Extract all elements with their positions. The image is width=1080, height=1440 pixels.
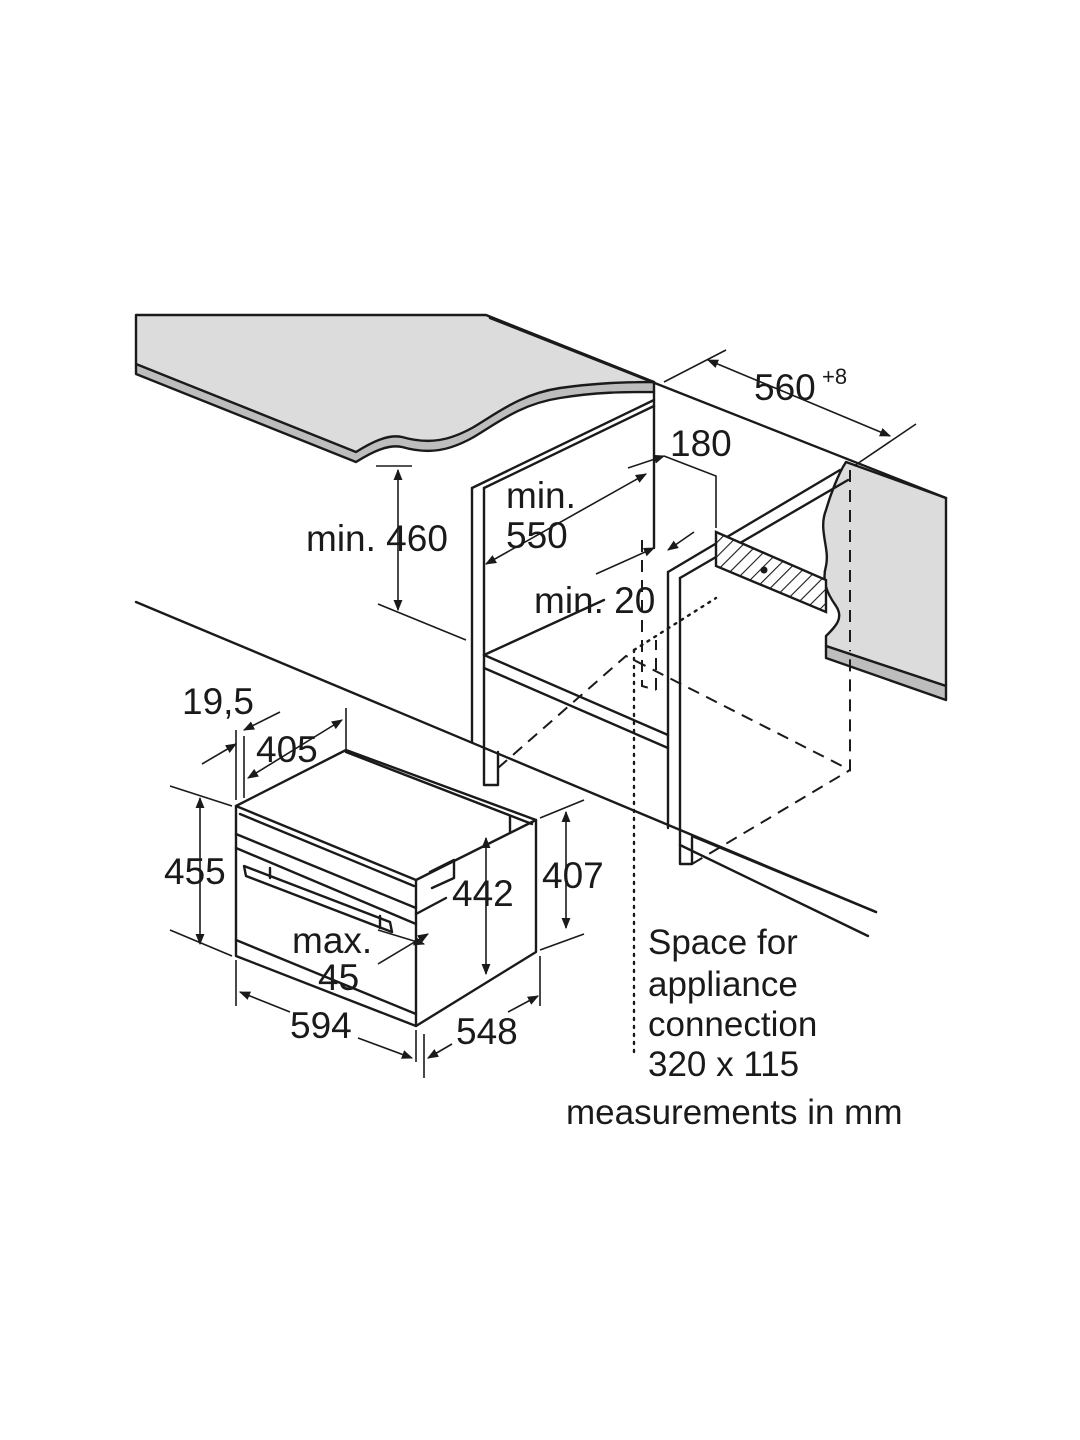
label-min-depth-1: min. [506, 475, 576, 516]
note-space-line1: Space for [648, 923, 798, 962]
label-max-1: max. [292, 920, 372, 961]
note-space-line4: 320 x 115 [648, 1045, 799, 1084]
appliance-handle [242, 864, 394, 934]
note-space-line2: appliance [648, 965, 798, 1004]
socket-dot [760, 566, 768, 574]
connection-box [714, 530, 828, 614]
label-max-2: 45 [318, 957, 359, 998]
label-top-depth: 405 [256, 729, 318, 770]
label-min-gap: min. 20 [534, 580, 655, 621]
worktop-left [134, 313, 656, 464]
label-min-depth-2: 550 [506, 515, 568, 556]
label-body-height: 407 [542, 855, 604, 896]
label-depth: 548 [456, 1011, 518, 1052]
appliance-outline-dashed [497, 470, 851, 1054]
label-inner-height: 442 [452, 873, 514, 914]
label-connection-offset: 180 [670, 423, 732, 464]
notes: Space for appliance connection 320 x 115… [566, 923, 902, 1132]
cabinet-carcass [134, 390, 878, 938]
label-niche-width: 560 [754, 367, 816, 408]
label-front-offset: 19,5 [182, 681, 254, 722]
appliance [234, 748, 538, 1028]
note-space-line3: connection [648, 1005, 817, 1044]
label-niche-width-tolerance: +8 [822, 364, 847, 389]
note-units: measurements in mm [566, 1093, 902, 1132]
dimension-lines [169, 349, 917, 1078]
label-min-height: min. 460 [306, 518, 448, 559]
label-width: 594 [290, 1005, 352, 1046]
dimension-labels: 560 +8 180 min. 550 min. 460 min. 20 19,… [164, 364, 847, 1052]
label-total-height: 455 [164, 851, 226, 892]
